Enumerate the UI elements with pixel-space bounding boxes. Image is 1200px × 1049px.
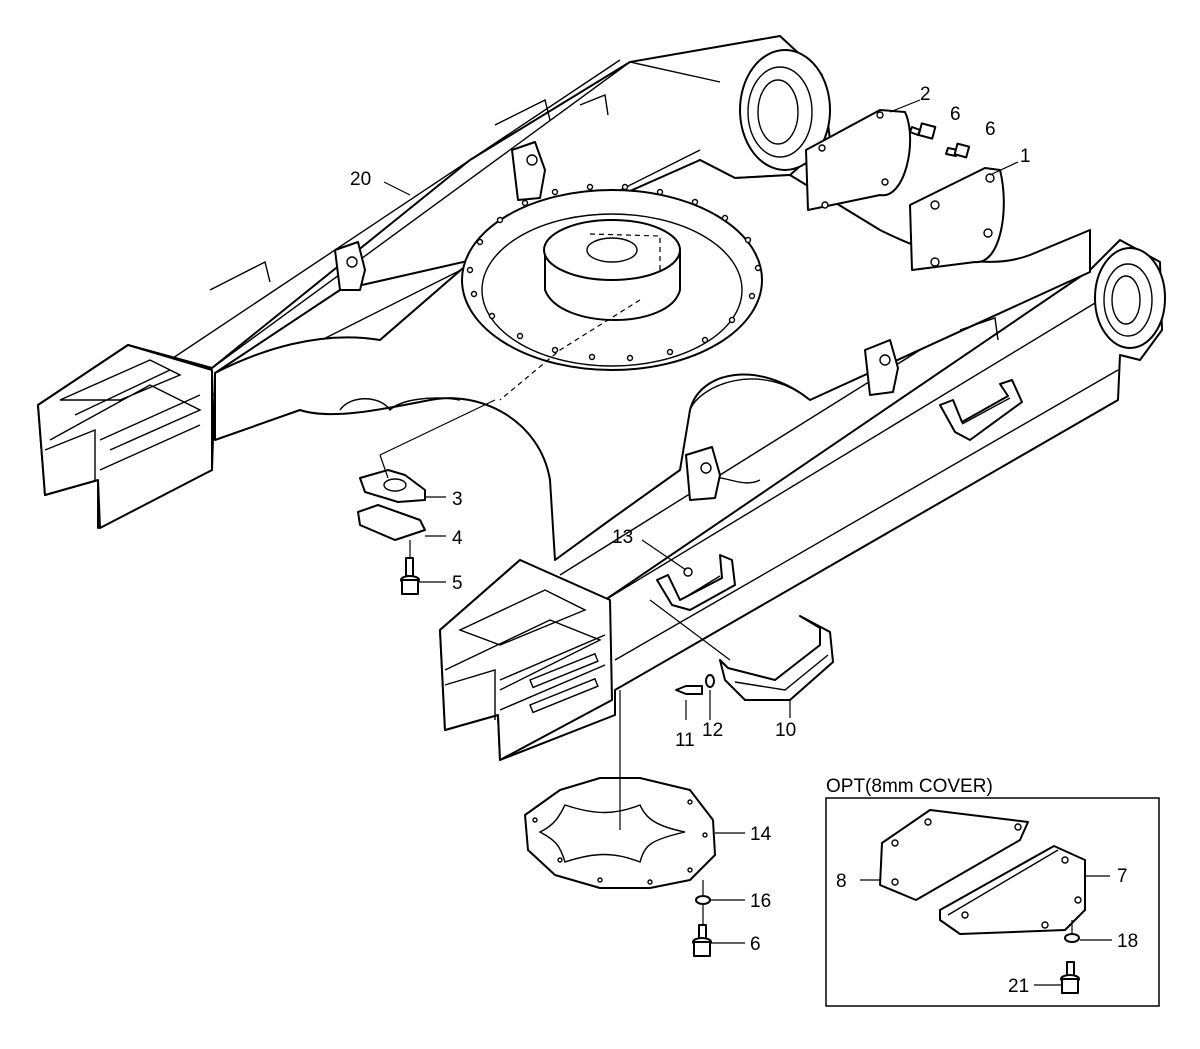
swing-circle [461,183,763,401]
callout-1: 1 [1020,146,1031,167]
part-14-under-cover [524,777,716,889]
callout-5: 5 [452,573,463,594]
callout-20: 20 [350,169,371,190]
bolt-6-upper-2 [945,142,971,159]
part-10-step [719,615,834,701]
callout-6-bottom: 6 [750,934,761,955]
option-box-title: OPT(8mm COVER) [826,776,993,797]
callout-2: 2 [920,84,931,105]
callout-18: 18 [1117,931,1138,952]
callout-4: 4 [452,528,463,549]
callout-11: 11 [675,730,695,751]
callout-10: 10 [775,720,796,741]
step-right [939,379,1023,441]
option-box-frame [825,797,1160,1007]
callout-8: 8 [836,871,847,892]
bolt-5 [400,557,420,595]
lower-frame [37,35,1163,761]
part-4-plate [357,504,426,541]
bolt-6-upper [909,122,937,140]
washer-12 [705,674,715,688]
leader-lines [379,99,1019,944]
swing-circle-bolt-holes [466,183,762,362]
callout-3: 3 [452,489,463,510]
idler-bracket-rear [739,49,831,171]
callout-16: 16 [750,891,771,912]
rail-brackets [209,94,999,501]
part-3-plate [359,469,426,503]
part-1-cover [909,167,1005,271]
part-7-cover [939,845,1086,935]
callout-6-top-a: 6 [950,104,961,125]
bolt-21 [1060,961,1080,994]
idler-bracket-front [1094,247,1166,349]
right-rail-end [439,559,613,761]
bolt-11 [675,685,703,695]
left-rail-end [37,344,213,529]
washer-16 [695,895,711,905]
callout-7: 7 [1117,866,1128,887]
bolt-6-lower [692,924,712,957]
part-8-cover [879,809,1029,901]
callout-14: 14 [750,824,772,845]
callout-labels: 20 2 6 6 1 3 4 5 13 11 12 10 14 16 6 8 7… [350,84,1138,997]
option-box: OPT(8mm COVER) [825,776,1160,1007]
washer-18 [1064,933,1080,943]
callout-13: 13 [612,527,633,548]
callout-12: 12 [702,720,723,741]
callout-6-top-b: 6 [985,119,996,140]
callout-21: 21 [1008,976,1029,997]
